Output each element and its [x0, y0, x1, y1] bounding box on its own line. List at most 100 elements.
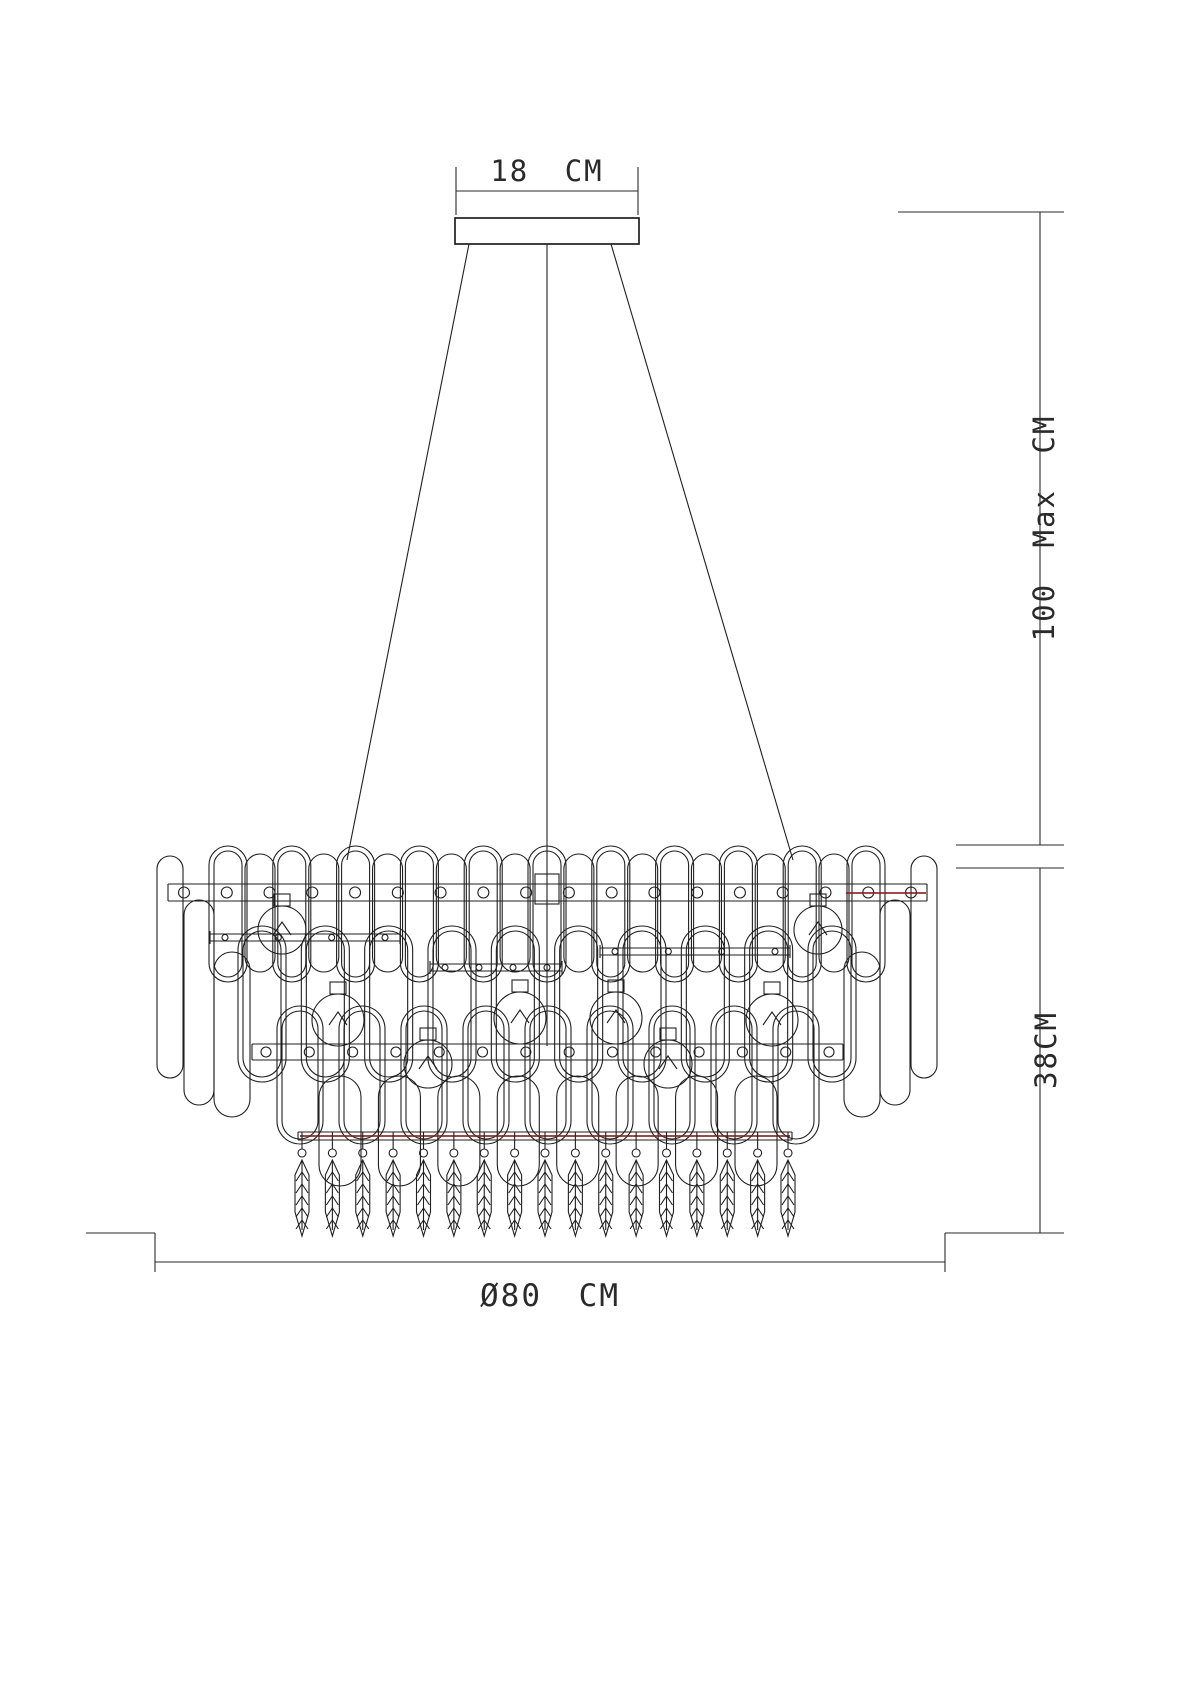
crystal-paddle-back — [627, 853, 659, 973]
arm-ring — [718, 947, 726, 956]
feather-barb — [726, 1219, 734, 1230]
canopy-width-label: 18 CM — [490, 154, 603, 188]
feather-barb — [696, 1195, 704, 1206]
feather-barb — [477, 1195, 485, 1206]
feather-barb — [690, 1183, 698, 1194]
feather-drop — [507, 1158, 523, 1238]
arm-ring — [664, 947, 672, 956]
feather-barb — [574, 1195, 582, 1206]
arm-ring — [221, 933, 229, 942]
feather-barb — [690, 1171, 698, 1182]
rail-bead — [691, 886, 704, 899]
feather-drop — [355, 1158, 371, 1238]
feather-drop — [476, 1158, 492, 1238]
ceiling-canopy — [454, 217, 640, 245]
crystal-tier4 — [496, 1075, 540, 1187]
bulb-filament — [272, 921, 292, 936]
feather-barb — [781, 1207, 789, 1218]
bulb-socket — [809, 893, 827, 907]
feather-barb — [538, 1195, 546, 1206]
feather-barb — [666, 1171, 673, 1182]
feather-barb — [629, 1219, 637, 1230]
side-crystal — [910, 855, 938, 1079]
feather-barb — [325, 1207, 333, 1218]
rail-bead — [177, 886, 191, 899]
crystal-paddle-back — [372, 853, 404, 973]
crystal-tier3 — [338, 1005, 386, 1145]
feather-drop — [658, 1158, 675, 1238]
feather-barb — [423, 1219, 430, 1230]
feather-barb — [574, 1207, 582, 1218]
feather-barb — [295, 1219, 303, 1230]
feather-barb — [787, 1195, 795, 1206]
feather-barb — [599, 1195, 607, 1206]
feather-barb — [726, 1195, 734, 1206]
drop-ring — [418, 1148, 429, 1158]
feather-barb — [635, 1207, 643, 1218]
feather-barb — [605, 1195, 613, 1206]
feather-barb — [423, 1207, 430, 1218]
drop-ring — [783, 1148, 793, 1158]
drop-ring — [661, 1148, 672, 1158]
feather-barb — [629, 1195, 637, 1206]
feather-drop — [415, 1158, 432, 1238]
rail-bead — [306, 886, 319, 899]
bulb-socket — [511, 979, 529, 993]
crystal-paddle-top — [655, 845, 695, 983]
crystal-tier2-inner — [685, 930, 725, 1078]
feather-barb — [331, 1207, 339, 1218]
arm-ring — [771, 947, 779, 956]
dimension-body-height: 38CM — [945, 867, 1064, 1234]
feather-barb — [483, 1171, 491, 1182]
center-hub — [534, 873, 560, 905]
drop-ring — [631, 1148, 641, 1158]
feather-barb — [720, 1207, 728, 1218]
feather-barb — [568, 1207, 576, 1218]
crystal-paddle-top-inner — [660, 850, 690, 978]
feather-barb — [477, 1171, 485, 1182]
crystal-tier2-inner — [242, 930, 282, 1078]
feather-barb — [544, 1195, 552, 1206]
feather-barb — [720, 1183, 728, 1194]
bulb-globe — [311, 993, 365, 1047]
feather-barb — [386, 1171, 394, 1182]
feather-barb — [787, 1207, 795, 1218]
crystal-tier3-inner — [529, 1010, 567, 1140]
rail-bead — [736, 1046, 748, 1058]
crystal-tier2 — [807, 925, 857, 1083]
feather-barb — [453, 1195, 461, 1206]
crystal-tier2-inner — [495, 930, 535, 1078]
crystal-tier3 — [648, 1005, 696, 1145]
crystal-tier4 — [377, 1075, 421, 1187]
drop-ring — [358, 1148, 368, 1158]
cable-right — [610, 243, 794, 861]
feather-barb — [660, 1219, 667, 1230]
feather-barb — [757, 1171, 765, 1182]
crystal-tier2-inner — [812, 930, 852, 1078]
feather-barb — [417, 1183, 424, 1194]
feather-barb — [508, 1219, 516, 1230]
feather-barb — [447, 1219, 455, 1230]
feather-barb — [696, 1171, 704, 1182]
bulb-globe — [793, 905, 843, 955]
crystal-tier3-inner — [467, 1010, 505, 1140]
crystal-paddle-top-inner — [723, 850, 753, 978]
crystal-tier4 — [437, 1075, 481, 1187]
feather-barb — [453, 1207, 461, 1218]
rail-bead — [520, 1046, 532, 1058]
rail-bead — [433, 1046, 445, 1058]
feather-drop — [750, 1158, 766, 1238]
drop-ring — [297, 1148, 307, 1158]
feather-barb — [751, 1195, 759, 1206]
crystal-paddle-top-inner — [404, 850, 434, 978]
rail-bead — [260, 1046, 272, 1058]
feather-barb — [447, 1195, 455, 1206]
feather-drop — [689, 1158, 705, 1238]
feather-barb — [331, 1183, 339, 1194]
body-height-label: 38CM — [1029, 1011, 1063, 1089]
feather-barb — [666, 1219, 673, 1230]
arm-ring — [441, 963, 449, 972]
feather-barb — [666, 1183, 673, 1194]
